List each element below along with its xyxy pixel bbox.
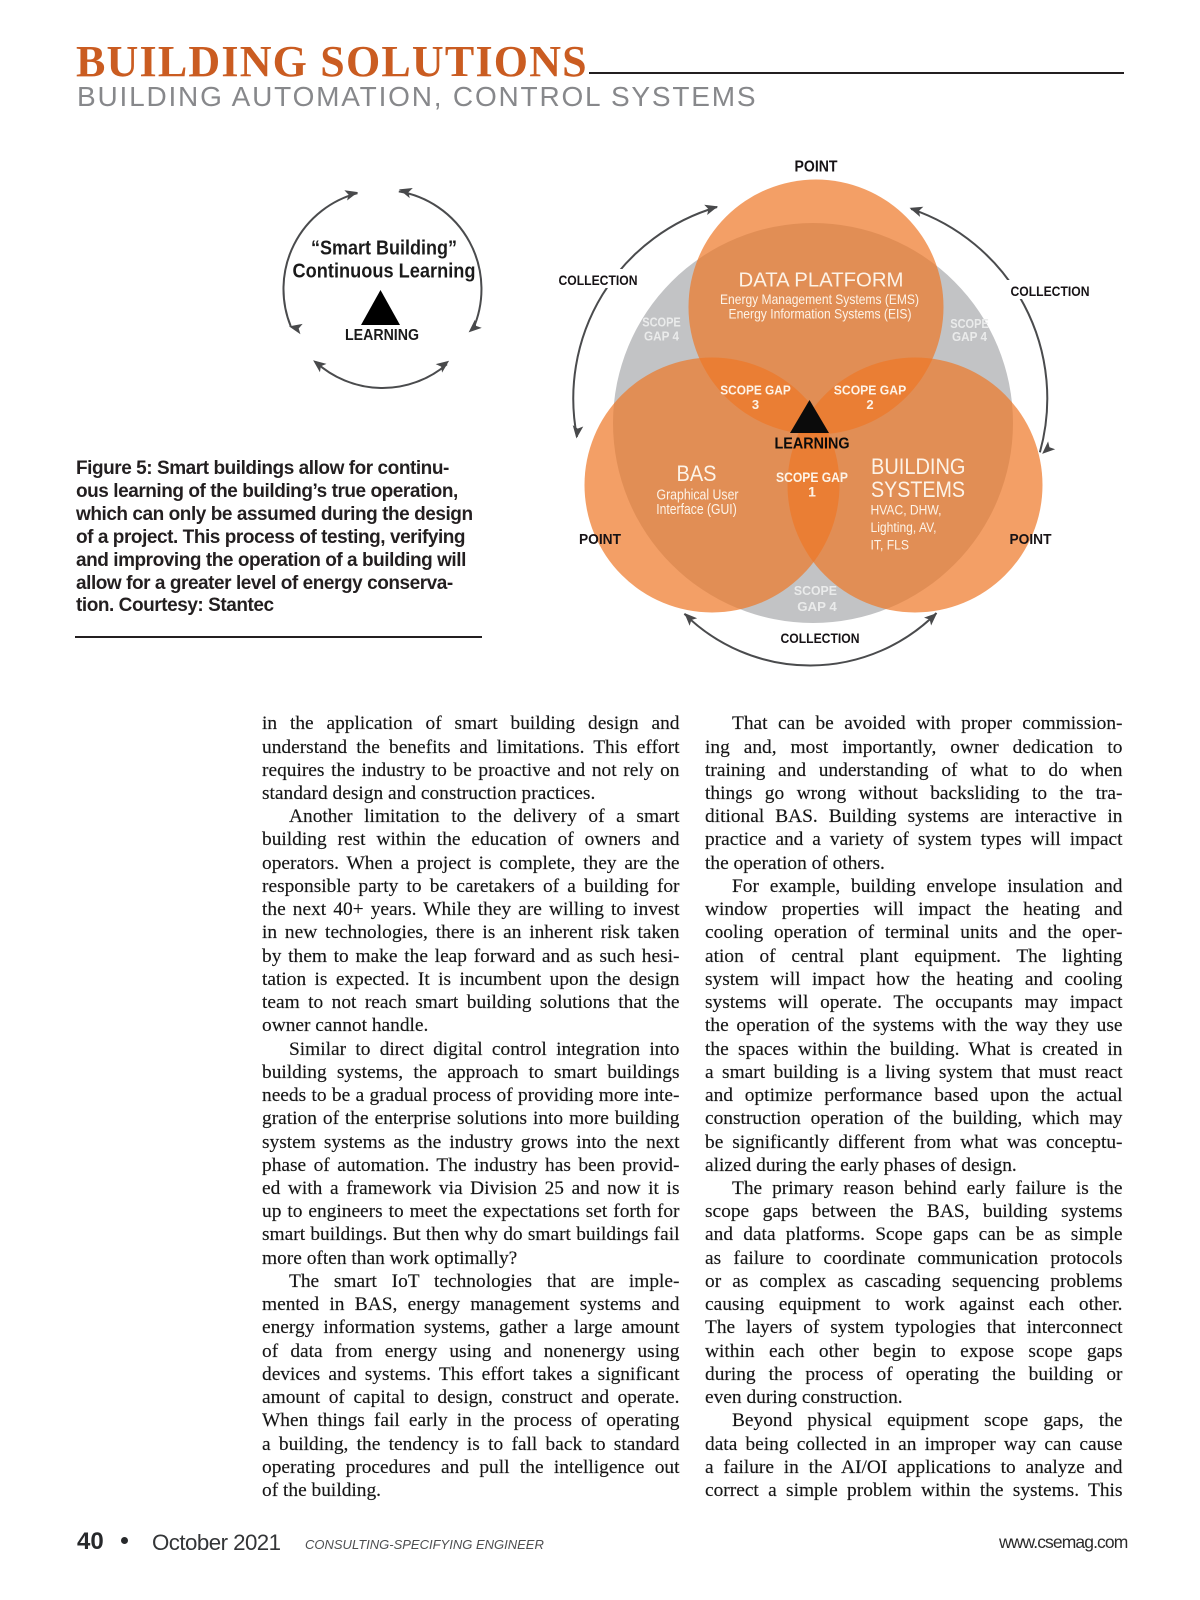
svg-text:BUILDING: BUILDING	[871, 454, 966, 479]
svg-text:SCOPE GAP: SCOPE GAP	[834, 382, 907, 397]
svg-text:POINT: POINT	[795, 159, 838, 176]
svg-text:Energy Management Systems (EMS: Energy Management Systems (EMS)	[720, 291, 919, 307]
svg-text:SCOPE GAP: SCOPE GAP	[720, 382, 791, 397]
svg-text:SCOPE: SCOPE	[794, 583, 837, 598]
svg-text:Continuous Learning: Continuous Learning	[293, 260, 476, 283]
svg-text:SCOPE GAP: SCOPE GAP	[776, 469, 848, 485]
svg-text:3: 3	[752, 397, 759, 412]
svg-text:LEARNING: LEARNING	[775, 436, 850, 453]
svg-text:COLLECTION: COLLECTION	[781, 631, 860, 646]
svg-text:“Smart Building”: “Smart Building”	[311, 237, 457, 260]
svg-text:Graphical User: Graphical User	[657, 487, 739, 503]
svg-text:Interface (GUI): Interface (GUI)	[656, 502, 737, 518]
svg-text:POINT: POINT	[579, 531, 621, 548]
svg-text:GAP 4: GAP 4	[952, 330, 987, 344]
svg-text:COLLECTION: COLLECTION	[559, 273, 638, 288]
svg-text:Lighting, AV,: Lighting, AV,	[871, 520, 937, 535]
svg-text:COLLECTION: COLLECTION	[1011, 284, 1090, 299]
svg-text:HVAC, DHW,: HVAC, DHW,	[871, 503, 942, 518]
svg-text:SYSTEMS: SYSTEMS	[871, 477, 965, 502]
svg-text:SCOPE: SCOPE	[642, 316, 681, 330]
svg-text:DATA PLATFORM: DATA PLATFORM	[739, 269, 904, 292]
svg-text:LEARNING: LEARNING	[345, 327, 419, 344]
svg-text:GAP 4: GAP 4	[644, 330, 679, 344]
svg-text:Energy Information Systems (EI: Energy Information Systems (EIS)	[729, 306, 912, 322]
svg-text:POINT: POINT	[1010, 531, 1052, 548]
svg-text:BAS: BAS	[677, 461, 717, 486]
svg-text:SCOPE: SCOPE	[950, 317, 989, 331]
svg-text:IT, FLS: IT, FLS	[871, 538, 910, 553]
svg-text:2: 2	[866, 397, 873, 412]
svg-text:1: 1	[808, 484, 816, 500]
svg-text:GAP 4: GAP 4	[797, 599, 837, 614]
